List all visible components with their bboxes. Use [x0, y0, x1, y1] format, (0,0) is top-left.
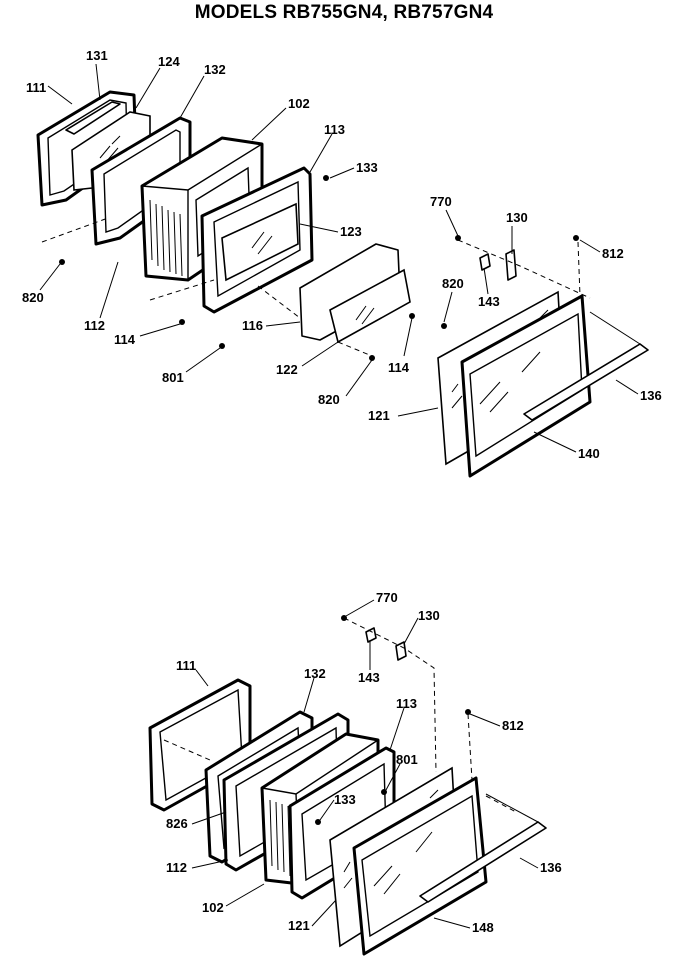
label-124: 124	[158, 54, 180, 69]
part-136-handle	[419, 793, 547, 903]
label-112: 112	[166, 860, 187, 875]
screw-770-icon	[455, 235, 461, 241]
label-132: 132	[304, 666, 326, 681]
part-122-window-glass	[329, 268, 411, 344]
label-140: 140	[578, 446, 600, 461]
label-148: 148	[472, 920, 494, 935]
label-123: 123	[340, 224, 362, 239]
label-113: 113	[396, 696, 417, 711]
label-820-right: 820	[442, 276, 464, 291]
label-812: 812	[602, 246, 624, 261]
label-111: 111	[176, 658, 196, 673]
part-130-hinge	[505, 249, 517, 281]
label-102: 102	[288, 96, 310, 111]
label-133: 133	[334, 792, 356, 807]
part-143-bracket	[365, 627, 377, 643]
screw-114-icon	[179, 319, 185, 325]
label-130: 130	[506, 210, 528, 225]
label-131: 131	[86, 48, 108, 63]
screw-801-icon	[219, 343, 225, 349]
part-148-door-frame	[352, 776, 488, 956]
screw-820b-icon	[369, 355, 375, 361]
label-133: 133	[356, 160, 378, 175]
screw-133-icon	[315, 819, 321, 825]
label-801: 801	[396, 752, 418, 767]
part-123-window-glass	[221, 202, 299, 282]
top-assembly: 111 131 124 132 102 113 133 123 820 112 …	[22, 48, 662, 478]
label-770: 770	[430, 194, 452, 209]
bottom-assembly: 770 130 143 812 111 132 113 801 133 826 …	[148, 590, 562, 956]
label-122: 122	[276, 362, 298, 377]
part-130-hinge	[395, 641, 407, 661]
label-820-mid: 820	[318, 392, 340, 407]
screw-820c-icon	[441, 323, 447, 329]
label-114-mid: 114	[388, 360, 410, 375]
label-136: 136	[640, 388, 662, 403]
screw-812-icon	[465, 709, 471, 715]
label-143: 143	[478, 294, 500, 309]
part-136-handle	[523, 311, 649, 421]
label-136: 136	[540, 860, 562, 875]
part-143-bracket	[479, 253, 491, 271]
label-812: 812	[502, 718, 524, 733]
screw-801-icon	[381, 789, 387, 795]
label-121: 121	[368, 408, 390, 423]
screw-820-icon	[59, 259, 65, 265]
screw-133-icon	[323, 175, 329, 181]
label-113: 113	[324, 122, 345, 137]
screw-812-icon	[573, 235, 579, 241]
label-121: 121	[288, 918, 310, 933]
label-132: 132	[204, 62, 226, 77]
label-801: 801	[162, 370, 184, 385]
label-116: 116	[242, 318, 263, 333]
label-111: 111	[26, 80, 46, 95]
label-820-left: 820	[22, 290, 44, 305]
part-131-gasket	[65, 101, 121, 135]
label-112: 112	[84, 318, 105, 333]
label-102: 102	[202, 900, 224, 915]
label-114-left: 114	[114, 332, 136, 347]
label-143: 143	[358, 670, 380, 685]
screw-114b-icon	[409, 313, 415, 319]
label-826: 826	[166, 816, 188, 831]
label-770: 770	[376, 590, 398, 605]
label-130: 130	[418, 608, 440, 623]
page-title: MODELS RB755GN4, RB757GN4	[194, 2, 494, 23]
